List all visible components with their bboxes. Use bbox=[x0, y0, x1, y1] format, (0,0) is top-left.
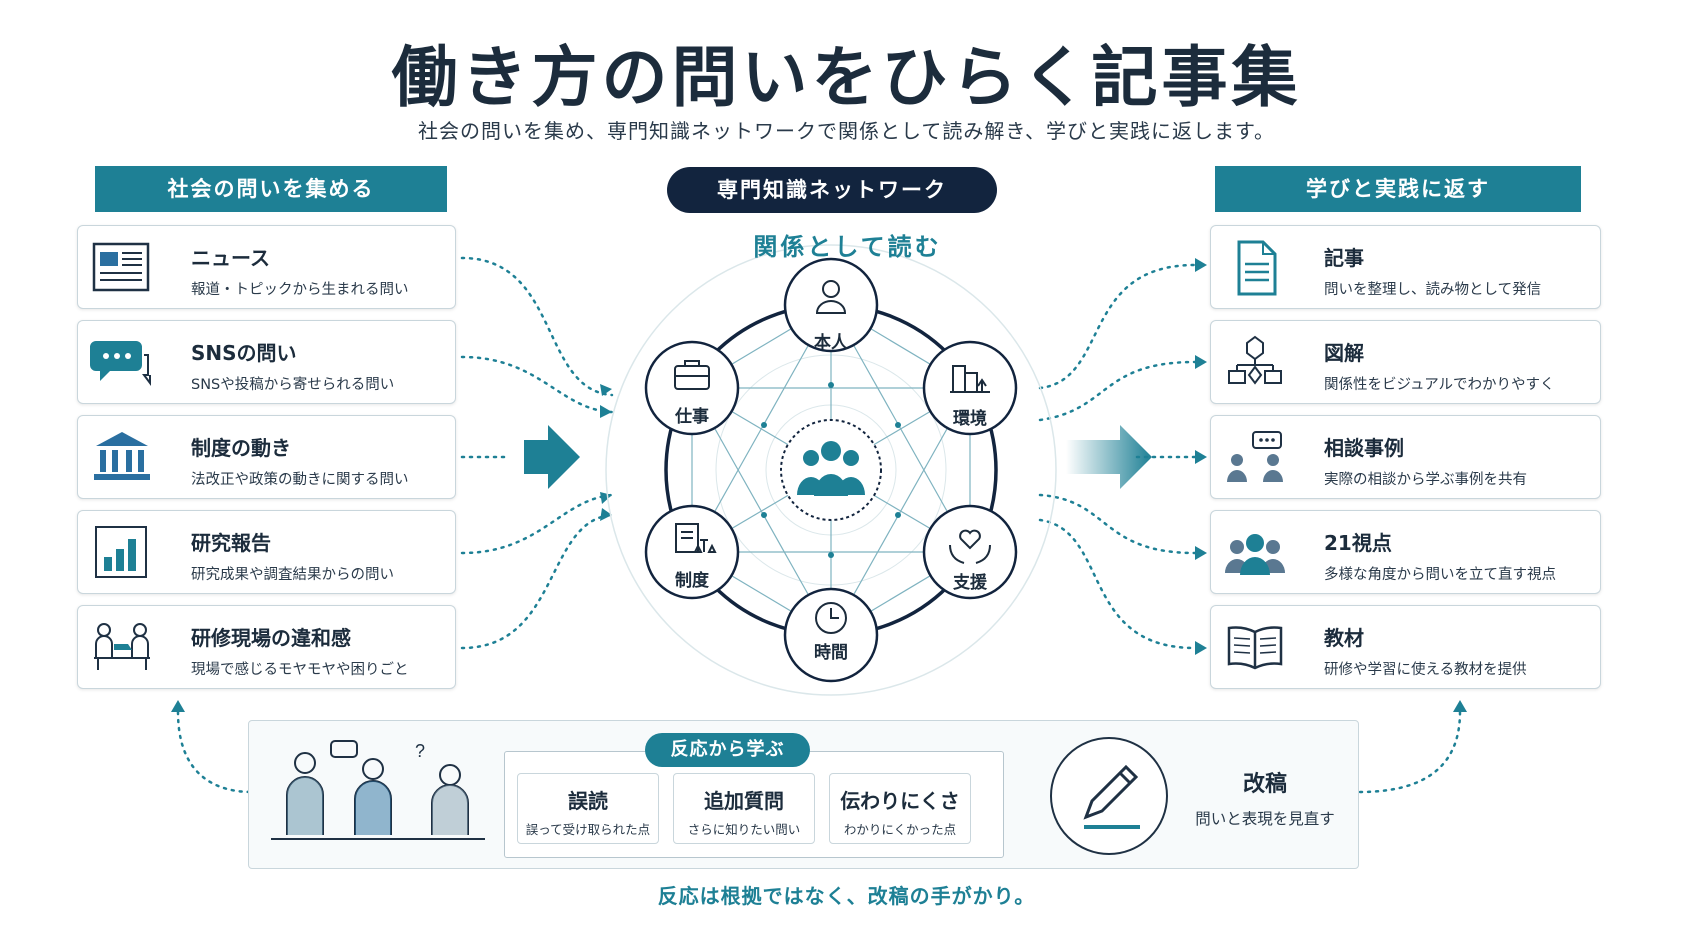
reaction-title: 誤読 bbox=[568, 789, 608, 813]
right-card-consultation[interactable]: 相談事例 実際の相談から学ぶ事例を共有 bbox=[1210, 415, 1601, 499]
document-icon bbox=[1237, 240, 1277, 296]
right-card-desc: 問いを整理し、読み物として発信 bbox=[1324, 282, 1542, 298]
right-card-desc: 多様な角度から問いを立て直す視点 bbox=[1324, 567, 1556, 583]
knowledge-network bbox=[605, 244, 1057, 696]
right-card-title: 教材 bbox=[1324, 626, 1364, 650]
right-card-materials[interactable]: 教材 研修や学習に使える教材を提供 bbox=[1210, 605, 1601, 689]
people-group-icon bbox=[1225, 534, 1285, 575]
left-column-header: 社会の問いを集める bbox=[95, 166, 447, 212]
reaction-desc: わかりにくかった点 bbox=[843, 822, 957, 837]
reaction-additional-question[interactable]: 追加質問 さらに知りたい問い bbox=[673, 773, 815, 844]
left-card-desc: SNSや投稿から寄せられる問い bbox=[191, 377, 395, 393]
reaction-title: 伝わりにくさ bbox=[840, 789, 960, 813]
connector-news bbox=[460, 256, 614, 397]
left-card-desc: 法改正や政策の動きに関する問い bbox=[191, 472, 409, 488]
left-card-desc: 報道・トピックから生まれる問い bbox=[191, 282, 409, 298]
connector-research bbox=[460, 493, 614, 555]
right-card-title: 21視点 bbox=[1324, 531, 1392, 555]
page-title: 働き方の問いをひらく記事集 bbox=[391, 39, 1302, 116]
discussion-people-icon: ? bbox=[271, 740, 485, 840]
footnote: 反応は根拠ではなく、改稿の手がかり。 bbox=[657, 884, 1036, 908]
right-card-title: 相談事例 bbox=[1324, 436, 1404, 460]
node-label-work: 仕事 bbox=[675, 407, 709, 427]
right-card-diagram[interactable]: 図解 関係性をビジュアルでわかりやすく bbox=[1210, 320, 1601, 404]
right-column-header: 学びと実践に返す bbox=[1215, 166, 1581, 212]
page-subtitle: 社会の問いを集め、専門知識ネットワークで関係として読み解き、学びと実践に返します… bbox=[418, 119, 1275, 143]
node-label-environment: 環境 bbox=[953, 409, 987, 429]
right-card-title: 記事 bbox=[1324, 246, 1364, 270]
left-card-training[interactable]: 研修現場の違和感 現場で感じるモヤモヤや困りごと bbox=[77, 605, 456, 689]
left-card-system[interactable]: 制度の動き 法改正や政策の動きに関する問い bbox=[77, 415, 456, 499]
left-card-title: SNSの問い bbox=[191, 341, 297, 365]
institution-icon bbox=[94, 432, 150, 480]
consultation-icon bbox=[1227, 431, 1283, 482]
buildings-icon bbox=[950, 365, 990, 393]
network-caption: 関係として読む bbox=[753, 233, 942, 261]
center-column-header: 専門知識ネットワーク bbox=[667, 167, 997, 213]
left-card-desc: 現場で感じるモヤモヤや困りごと bbox=[191, 662, 409, 678]
right-card-desc: 関係性をビジュアルでわかりやすく bbox=[1324, 377, 1555, 393]
flow-diagram-icon bbox=[1228, 335, 1282, 385]
left-card-desc: 研究成果や調査結果からの問い bbox=[191, 567, 394, 583]
document-scale-icon bbox=[675, 523, 717, 553]
reaction-desc: 誤って受け取られた点 bbox=[525, 822, 651, 837]
open-book-icon bbox=[1227, 626, 1283, 670]
connector-training bbox=[460, 513, 614, 650]
connector-article bbox=[1038, 263, 1197, 390]
meeting-people-icon bbox=[94, 623, 150, 670]
revise-desc: 問いと表現を見直す bbox=[1195, 810, 1335, 828]
right-card-desc: 実際の相談から学ぶ事例を共有 bbox=[1324, 472, 1527, 488]
reaction-hard-to-understand[interactable]: 伝わりにくさ わかりにくかった点 bbox=[829, 773, 971, 844]
group-people-icon bbox=[797, 441, 865, 496]
big-arrow-left bbox=[524, 425, 580, 489]
left-card-title: 研修現場の違和感 bbox=[191, 626, 351, 650]
left-card-news[interactable]: ニュース 報道・トピックから生まれる問い bbox=[77, 225, 456, 309]
person-icon bbox=[815, 280, 847, 314]
right-card-desc: 研修や学習に使える教材を提供 bbox=[1324, 662, 1527, 678]
revise-title: 改稿 bbox=[1242, 772, 1287, 797]
briefcase-icon bbox=[674, 360, 710, 390]
heart-hands-icon bbox=[949, 529, 991, 564]
reaction-desc: さらに知りたい問い bbox=[687, 822, 801, 837]
reaction-title: 追加質問 bbox=[704, 789, 784, 813]
big-arrow-right bbox=[1066, 425, 1152, 489]
newspaper-icon bbox=[92, 242, 150, 292]
learn-from-reactions-tag: 反応から学ぶ bbox=[645, 733, 810, 767]
left-card-title: 研究報告 bbox=[191, 531, 271, 555]
node-label-system: 制度 bbox=[675, 571, 709, 591]
node-label-support: 支援 bbox=[953, 573, 987, 593]
left-card-title: ニュース bbox=[191, 246, 270, 270]
left-card-title: 制度の動き bbox=[191, 436, 291, 460]
node-label-person: 本人 bbox=[814, 333, 848, 353]
svg-text:?: ? bbox=[415, 741, 425, 761]
reaction-misreading[interactable]: 誤読 誤って受け取られた点 bbox=[517, 773, 659, 844]
left-card-research[interactable]: 研究報告 研究成果や調査結果からの問い bbox=[77, 510, 456, 594]
right-card-21views[interactable]: 21視点 多様な角度から問いを立て直す視点 bbox=[1210, 510, 1601, 594]
chat-bubble-icon bbox=[90, 341, 151, 386]
right-card-title: 図解 bbox=[1324, 341, 1364, 365]
node-label-time: 時間 bbox=[814, 643, 848, 663]
left-card-sns[interactable]: SNSの問い SNSや投稿から寄せられる問い bbox=[77, 320, 456, 404]
pen-icon bbox=[1050, 737, 1168, 855]
clock-icon bbox=[815, 602, 847, 634]
connector-sns bbox=[460, 355, 614, 414]
right-card-article[interactable]: 記事 問いを整理し、読み物として発信 bbox=[1210, 225, 1601, 309]
bar-chart-icon bbox=[95, 526, 147, 578]
